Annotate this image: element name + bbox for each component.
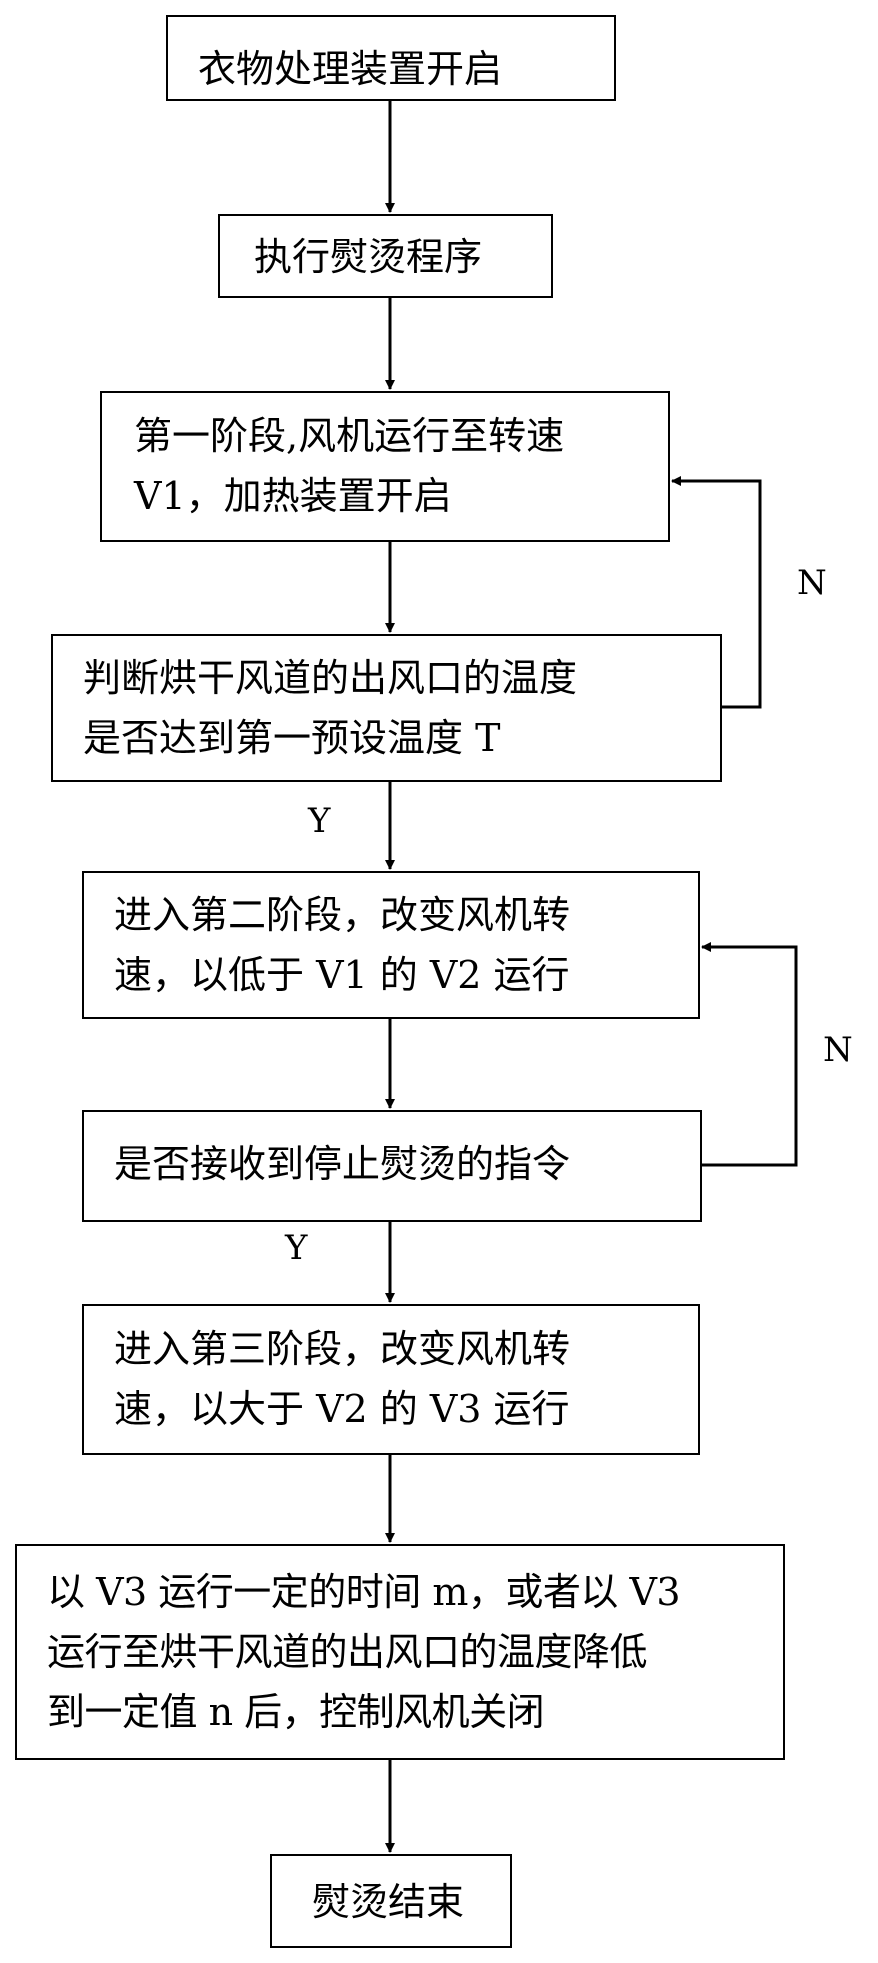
- node-shutdown-fan: 以 V3 运行一定的时间 m，或者以 V3 运行至烘干风道的出风口的温度降低 到…: [15, 1544, 785, 1760]
- label-judge-stop-yes: Y: [285, 1228, 308, 1268]
- node-judge-temperature: 判断烘干风道的出风口的温度 是否达到第一预设温度 T: [51, 634, 722, 782]
- label-judge-temp-no: N: [797, 563, 827, 603]
- node-text: 是否达到第一预设温度 T: [83, 716, 501, 760]
- node-text: 熨烫结束: [312, 1880, 465, 1924]
- node-text: 速，以低于 V1 的 V2 运行: [114, 953, 570, 997]
- node-stage3: 进入第三阶段，改变风机转 速，以大于 V2 的 V3 运行: [82, 1304, 700, 1455]
- node-execute-ironing: 执行熨烫程序: [218, 214, 553, 298]
- node-text: 第一阶段,风机运行至转速: [134, 414, 565, 458]
- arrow-judge-stop-no-loop: [701, 942, 798, 1167]
- label-judge-temp-yes: Y: [308, 801, 331, 841]
- node-text: 执行熨烫程序: [254, 235, 483, 279]
- node-text: 判断烘干风道的出风口的温度: [83, 656, 578, 700]
- node-text: 以 V3 运行一定的时间 m，或者以 V3: [47, 1570, 681, 1614]
- arrow-judge-temp-no-loop: [671, 476, 762, 709]
- node-text: V1，加热装置开启: [134, 474, 452, 518]
- node-text: 进入第三阶段，改变风机转: [114, 1327, 571, 1371]
- node-text: 进入第二阶段，改变风机转: [114, 893, 571, 937]
- node-ironing-end: 熨烫结束: [270, 1854, 512, 1948]
- node-text: 运行至烘干风道的出风口的温度降低: [47, 1630, 648, 1674]
- node-text: 到一定值 n 后，控制风机关闭: [47, 1690, 545, 1734]
- node-text: 是否接收到停止熨烫的指令: [114, 1142, 571, 1186]
- node-judge-stop: 是否接收到停止熨烫的指令: [82, 1110, 702, 1222]
- node-stage1: 第一阶段,风机运行至转速 V1，加热装置开启: [100, 391, 670, 542]
- label-judge-stop-no: N: [823, 1030, 853, 1070]
- node-text: 衣物处理装置开启: [198, 47, 503, 91]
- node-text: 速，以大于 V2 的 V3 运行: [114, 1387, 570, 1431]
- node-stage2: 进入第二阶段，改变风机转 速，以低于 V1 的 V2 运行: [82, 871, 700, 1019]
- node-device-start: 衣物处理装置开启: [166, 15, 616, 101]
